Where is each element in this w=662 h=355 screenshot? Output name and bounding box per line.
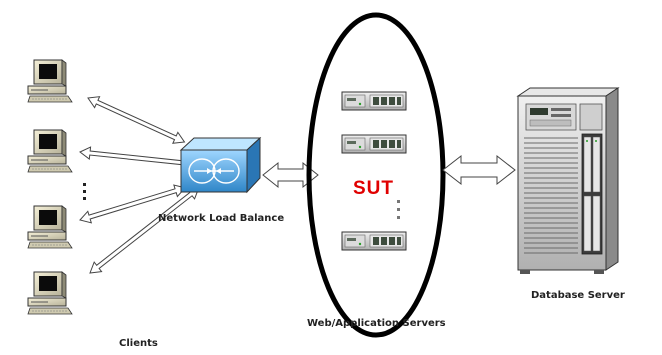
client-computers xyxy=(27,59,73,315)
database-server-icon xyxy=(516,87,620,274)
servers-to-db-arrow xyxy=(442,154,516,186)
client-pc-icon xyxy=(27,205,73,249)
app-server-icon xyxy=(341,134,407,154)
client-pc-icon xyxy=(27,59,73,103)
servers-ellipsis xyxy=(397,200,400,219)
load-balancer-label: Network Load Balance xyxy=(158,213,285,224)
app-server-icon xyxy=(341,91,407,111)
sut-boundary-ellipse xyxy=(306,12,446,338)
clients-label: Clients xyxy=(119,338,158,349)
sut-label: SUT xyxy=(353,178,394,199)
app-servers-label: Web/Application Servers xyxy=(307,318,446,329)
app-servers xyxy=(341,91,407,251)
app-server-icon xyxy=(341,231,407,251)
database-server-label: Database Server xyxy=(531,290,625,301)
lb-to-servers-arrow xyxy=(262,161,319,189)
clients-ellipsis xyxy=(83,183,86,200)
load-balancer-router-icon xyxy=(179,136,262,194)
client-arrows xyxy=(79,96,200,274)
client-pc-icon xyxy=(27,129,73,173)
client-pc-icon xyxy=(27,271,73,315)
